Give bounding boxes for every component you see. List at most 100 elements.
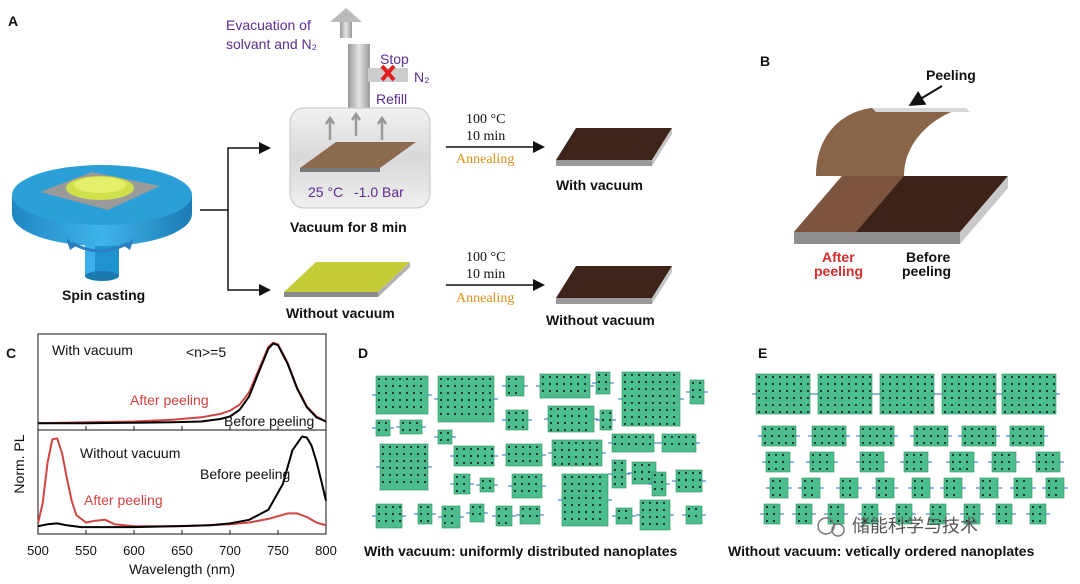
n2-label: N₂ [414,69,430,85]
nanoplate [536,373,594,399]
nanoplate [372,503,406,529]
result-film-top [556,128,672,166]
nanoplate [998,373,1060,415]
nanoplate [988,451,1020,473]
branch-arrow-top [200,142,271,211]
nanoplate [596,409,616,431]
n-label: <n>=5 [186,344,226,360]
nanoplate [758,425,800,447]
nanoplate [976,477,1002,499]
x-tick-label: 500 [27,543,49,558]
anneal-top-temp: 100 °C [466,112,505,127]
with-vacuum-result-label: With vacuum [556,177,643,193]
nanoplate [434,375,498,423]
spin-coater [12,165,192,281]
nanoplate [376,443,432,491]
nanoplate [824,503,848,525]
nanoplate [910,425,952,447]
anneal-bottom-temp: 100 °C [466,250,505,265]
nanoplate [372,375,432,415]
branch-arrow-bottom [227,210,271,296]
panel-letter-e: E [758,345,767,361]
nanoplates-d [372,371,708,531]
x-tick-label: 800 [315,543,337,558]
x-tick-label: 550 [75,543,97,558]
nanoplate [592,371,614,395]
nanoplate [608,433,658,453]
watermark-text: 储能科学与技术 [852,516,978,537]
nanoplate [476,477,498,493]
nanoplate [806,451,838,473]
panel-e-caption: Without vacuum: vetically ordered nanopl… [728,543,1035,559]
nanoplate [516,505,544,525]
nanoplate [766,477,792,499]
x-tick-label: 600 [123,543,145,558]
vacuum-chamber [289,8,431,209]
panel-letter-b: B [760,53,770,69]
series-line-before-peeling-top [38,342,327,425]
nanoplate [798,477,824,499]
series-line-before-peeling-bottom [37,435,327,529]
nanoplate [508,473,546,499]
rotation-arrow-icon [71,241,129,253]
nanoplate [938,373,1000,415]
nanoplate [940,477,966,499]
before-peeling-label-1: Before [906,249,951,265]
nanoplate [1026,503,1050,525]
nanoplate [502,409,532,431]
nanoplate [648,471,670,497]
exhaust-arrow-icon [330,8,362,22]
evacuation-label-1: Evacuation of [226,17,311,33]
x-tick-label: 750 [267,543,289,558]
nanoplate [876,373,938,415]
nanoplates-e [752,373,1068,525]
before-peeling-label-2: peeling [902,263,951,279]
panel-d: D With vacuum: uniformly distributed nan… [358,345,708,559]
panel-d-caption: With vacuum: uniformly distributed nanop… [364,543,678,559]
nanoplate [1042,477,1068,499]
nanoplate [434,429,456,445]
refill-label: Refill [376,91,407,107]
nanoplate [856,451,888,473]
vacuum-caption: Vacuum for 8 min [290,219,407,235]
nanoplate [612,507,636,525]
nanoplate [636,499,674,531]
nanoplate [762,451,794,473]
result-film-bottom [556,266,672,304]
panel-letter-a: A [8,13,18,29]
anneal-bottom-label: Annealing [456,291,514,306]
panel-letter-d: D [358,345,368,361]
panel-a: A Spin casting [8,8,672,328]
nanoplate [658,433,700,453]
nanoplate [814,373,876,415]
nanoplate [858,503,882,525]
without-vacuum-left-label: Without vacuum [286,305,395,321]
nanoplate [1032,451,1064,473]
nanoplate [958,425,1000,447]
nanoplate [438,505,464,529]
nanoplate [466,503,488,523]
nanoplate [608,459,630,489]
nanoplate [492,505,516,527]
nanoplate [946,451,978,473]
nanoplate [414,503,436,525]
chamber-pressure-label: -1.0 Bar [354,184,404,200]
nanoplate [502,375,528,397]
anneal-top-label: Annealing [456,152,514,167]
nanoplate [682,505,706,525]
x-tick-label: 700 [219,543,241,558]
nanoplate [1006,425,1048,447]
nanoplate [396,419,426,435]
peeling-label: Peeling [926,67,976,83]
evacuation-label-2: solvant and N₂ [226,36,317,52]
exhaust-pipe [348,44,370,108]
nanoplate [836,477,862,499]
nanoplate [686,379,708,405]
after-peeling-label-2: peeling [814,263,863,279]
peeling-arrow [908,85,943,107]
chamber-temp-label: 25 °C [308,184,343,200]
nanoplate [544,405,598,433]
